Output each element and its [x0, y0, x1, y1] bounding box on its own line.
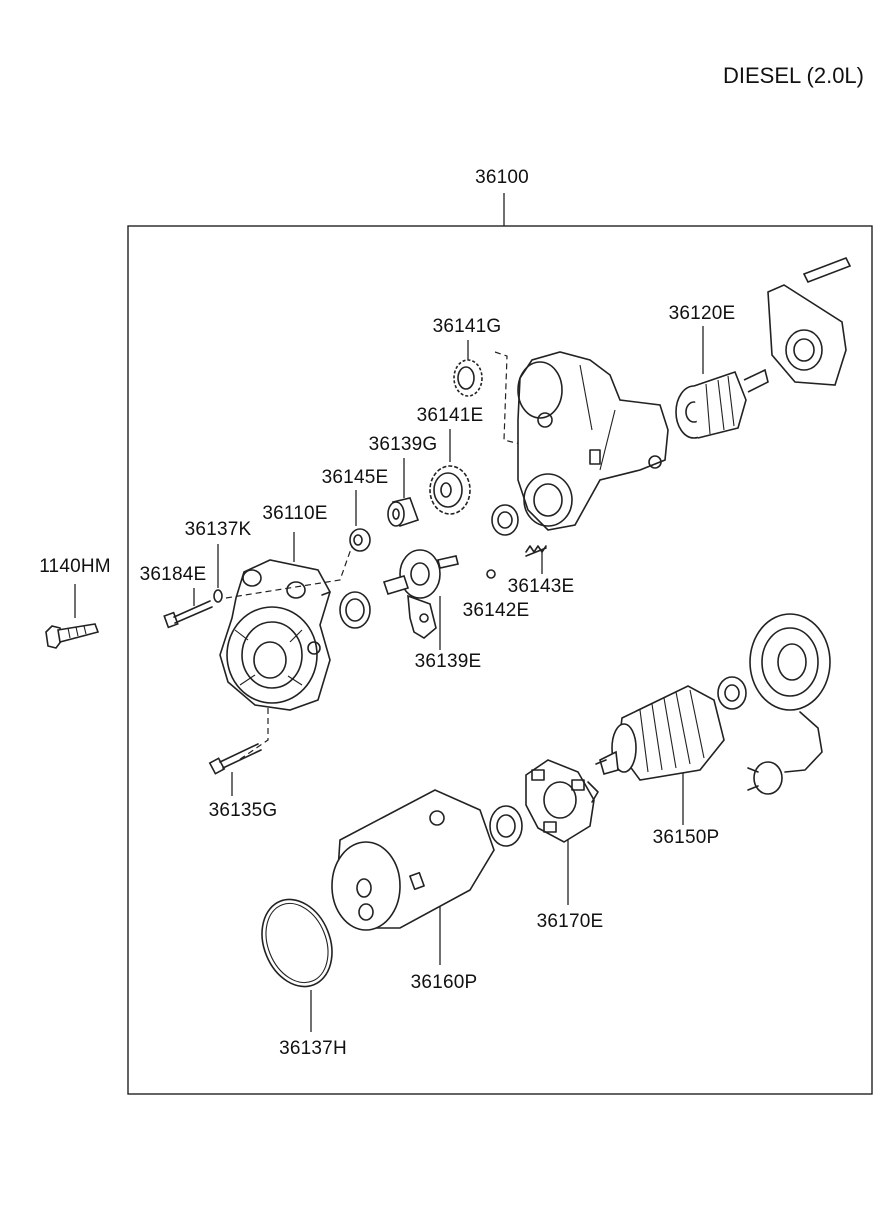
armature-36150p-part[interactable]	[595, 685, 725, 825]
part-label-36139e[interactable]: 36139E	[414, 651, 482, 672]
clutch-36120e-part[interactable]	[675, 326, 769, 439]
housing-36110e-part[interactable]	[219, 532, 331, 711]
part-label-36135g[interactable]: 36135G	[208, 800, 278, 821]
part-label-36145e[interactable]: 36145E	[321, 467, 389, 488]
bearing-part[interactable]	[717, 676, 747, 710]
o-ring-36137h-part[interactable]	[250, 889, 345, 1032]
bearing-part[interactable]	[339, 591, 371, 629]
guide-line	[494, 351, 521, 445]
guide-line	[235, 708, 269, 763]
bearing-part[interactable]	[489, 805, 523, 847]
engine-variant-label: DIESEL (2.0L)	[722, 63, 864, 88]
solenoid-housing-part[interactable]	[517, 351, 669, 531]
spring-36143e-part[interactable]	[525, 545, 547, 574]
part-label-1140hm[interactable]: 1140HM	[39, 556, 111, 577]
part-label-36170e[interactable]: 36170E	[536, 911, 604, 932]
gear-36141g-part[interactable]	[453, 340, 483, 397]
assembly-frame	[127, 225, 873, 1095]
gear-36141e-part[interactable]	[429, 429, 471, 515]
ball-36142e-part[interactable]	[486, 569, 496, 579]
fork-36139e-part[interactable]	[382, 549, 459, 650]
assembly-number-label[interactable]: 36100	[475, 167, 529, 188]
rear-cover-part[interactable]	[747, 613, 831, 795]
washer-36137k-part[interactable]	[213, 544, 223, 603]
roller-36139g-part[interactable]	[387, 458, 420, 528]
bolt-1140hm-part[interactable]	[45, 584, 100, 649]
end-cover-part[interactable]	[767, 256, 852, 386]
part-label-36143e[interactable]: 36143E	[507, 576, 575, 597]
part-label-36184e[interactable]: 36184E	[139, 564, 207, 585]
guide-line	[225, 545, 353, 599]
bearing-part[interactable]	[491, 504, 519, 536]
part-label-36150p[interactable]: 36150P	[652, 827, 720, 848]
part-label-36141e[interactable]: 36141E	[416, 405, 484, 426]
part-label-36110e[interactable]: 36110E	[262, 503, 328, 524]
part-label-36137k[interactable]: 36137K	[184, 519, 252, 540]
part-label-36137h[interactable]: 36137H	[279, 1038, 347, 1059]
part-label-36120e[interactable]: 36120E	[668, 303, 736, 324]
part-label-36141g[interactable]: 36141G	[432, 316, 502, 337]
bolt-36135g-part[interactable]	[208, 743, 262, 796]
washer-36145e-part[interactable]	[349, 490, 371, 552]
part-label-36142e[interactable]: 36142E	[462, 600, 530, 621]
part-label-36139g[interactable]: 36139G	[368, 434, 438, 455]
yoke-36160p-part[interactable]	[331, 789, 495, 965]
part-label-36160p[interactable]: 36160P	[410, 972, 478, 993]
bolt-36184e-part[interactable]	[163, 588, 213, 629]
brush-holder-36170e-part[interactable]	[525, 759, 599, 905]
